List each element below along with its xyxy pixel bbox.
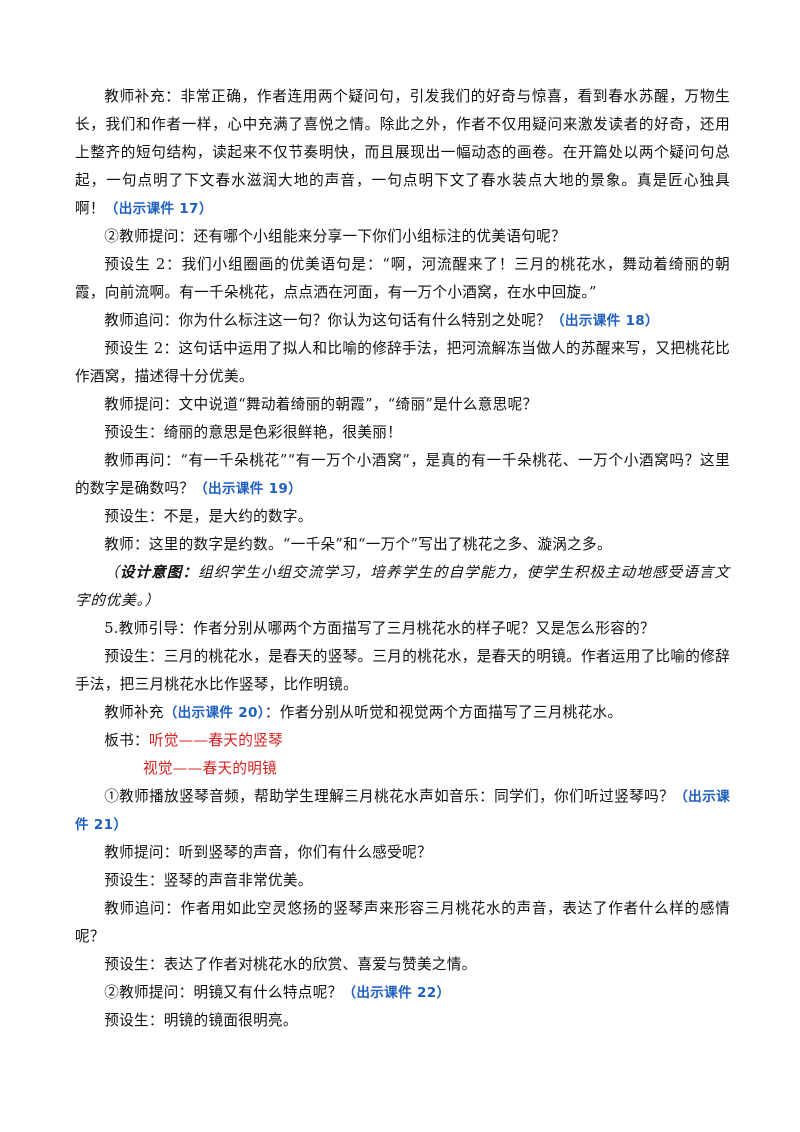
paragraph: 视觉——春天的明镜	[75, 755, 730, 783]
paragraph: 预设生：三月的桃花水，是春天的竖琴。三月的桃花水，是春天的明镜。作者运用了比喻的…	[75, 643, 730, 699]
paragraph-text: 5.教师引导：作者分别从哪两个方面描写了三月桃花水的样子呢？又是怎么形容的？	[104, 620, 655, 637]
paragraph-text: 预设生 2：这句话中运用了拟人和比喻的修辞手法，把河流解冻当做人的苏醒来写，又把…	[75, 340, 730, 385]
paragraph: 教师补充：非常正确，作者连用两个疑问句，引发我们的好奇与惊喜，看到春水苏醒，万物…	[75, 83, 730, 223]
paragraph: 5.教师引导：作者分别从哪两个方面描写了三月桃花水的样子呢？又是怎么形容的？	[75, 615, 730, 643]
design-intent-label: 设计意图：	[119, 564, 199, 581]
courseware-reference: （出示课件 17）	[104, 201, 213, 217]
paragraph: 教师：这里的数字是约数。“一千朵”和“一万个”写出了桃花之多、漩涡之多。	[75, 531, 730, 559]
paragraph-text: 板书：	[104, 732, 149, 749]
paragraph-text: 预设生：不是，是大约的数字。	[104, 508, 313, 525]
paragraph: ②教师提问：还有哪个小组能来分享一下你们小组标注的优美语句呢？	[75, 223, 730, 251]
paragraph-text: 预设生：明镜的镜面很明亮。	[104, 1012, 298, 1029]
paragraph: ①教师播放竖琴音频，帮助学生理解三月桃花水声如音乐：同学们，你们听过竖琴吗？（出…	[75, 783, 730, 839]
blackboard-text: 视觉——春天的明镜	[143, 760, 278, 777]
courseware-reference: （出示课件 21）	[75, 789, 730, 833]
paragraph-text: 教师：这里的数字是约数。“一千朵”和“一万个”写出了桃花之多、漩涡之多。	[104, 536, 612, 553]
courseware-reference: （出示课件 19）	[194, 481, 303, 497]
courseware-reference: （出示课件 22）	[342, 985, 451, 1001]
paragraph: 教师追问：作者用如此空灵悠扬的竖琴声来形容三月桃花水的声音，表达了作者什么样的感…	[75, 895, 730, 951]
paragraph-text: 预设生：竖琴的声音非常优美。	[104, 872, 313, 889]
paragraph-text: ②教师提问：还有哪个小组能来分享一下你们小组标注的优美语句呢？	[104, 228, 566, 245]
paragraph-text: 预设生：表达了作者对桃花水的欣赏、喜爱与赞美之情。	[104, 956, 477, 973]
paragraph-text: ：作者分别从听觉和视觉两个方面描写了三月桃花水。	[264, 704, 623, 721]
paragraph: 教师追问：你为什么标注这一句？你认为这句话有什么特别之处呢？（出示课件 18）	[75, 307, 730, 335]
paragraph: 预设生 2：我们小组圈画的优美语句是：“啊，河流醒来了！三月的桃花水，舞动着绮丽…	[75, 251, 730, 307]
paragraph-text: 教师再问：“有一千朵桃花”“有一万个小酒窝”，是真的有一千朵桃花、一万个小酒窝吗…	[75, 452, 730, 497]
paragraph-text: ②教师提问：明镜又有什么特点呢？	[104, 984, 343, 1001]
paragraph: 教师提问：听到竖琴的声音，你们有什么感受呢？	[75, 839, 730, 867]
paragraph-text: 教师补充：非常正确，作者连用两个疑问句，引发我们的好奇与惊喜，看到春水苏醒，万物…	[75, 88, 730, 217]
paragraph: 教师补充（出示课件 20）：作者分别从听觉和视觉两个方面描写了三月桃花水。	[75, 699, 730, 727]
courseware-reference: （出示课件 20）	[163, 705, 265, 721]
paragraph-text: 预设生：三月的桃花水，是春天的竖琴。三月的桃花水，是春天的明镜。作者运用了比喻的…	[75, 648, 730, 693]
paragraph-text: ①教师播放竖琴音频，帮助学生理解三月桃花水声如音乐：同学们，你们听过竖琴吗？	[104, 788, 675, 805]
paragraph-text: 教师追问：作者用如此空灵悠扬的竖琴声来形容三月桃花水的声音，表达了作者什么样的感…	[75, 900, 730, 945]
blackboard-text: 听觉——春天的竖琴	[148, 732, 283, 749]
paragraph-text: 教师提问：文中说道“舞动着绮丽的朝霞”，“绮丽”是什么意思呢？	[104, 396, 538, 413]
paragraph: 教师再问：“有一千朵桃花”“有一万个小酒窝”，是真的有一千朵桃花、一万个小酒窝吗…	[75, 447, 730, 503]
document-body: 教师补充：非常正确，作者连用两个疑问句，引发我们的好奇与惊喜，看到春水苏醒，万物…	[75, 83, 730, 1035]
paragraph-text: 教师提问：听到竖琴的声音，你们有什么感受呢？	[104, 844, 432, 861]
paragraph-text: 教师补充	[104, 704, 164, 721]
paragraph: 预设生 2：这句话中运用了拟人和比喻的修辞手法，把河流解冻当做人的苏醒来写，又把…	[75, 335, 730, 391]
paragraph-text: 预设生：绮丽的意思是色彩很鲜艳，很美丽！	[104, 424, 403, 441]
paragraph: 预设生：明镜的镜面很明亮。	[75, 1007, 730, 1035]
courseware-reference: （出示课件 18）	[551, 313, 659, 329]
design-intent-paragraph: （设计意图：组织学生小组交流学习，培养学生的自学能力，使学生积极主动地感受语言文…	[75, 559, 730, 615]
paragraph: 预设生：竖琴的声音非常优美。	[75, 867, 730, 895]
paragraph: 预设生：表达了作者对桃花水的欣赏、喜爱与赞美之情。	[75, 951, 730, 979]
paragraph: 板书：听觉——春天的竖琴	[75, 727, 730, 755]
paragraph-text: （	[104, 564, 120, 581]
paragraph-text: 教师追问：你为什么标注这一句？你认为这句话有什么特别之处呢？	[104, 312, 552, 329]
paragraph-text: 预设生 2：我们小组圈画的优美语句是：“啊，河流醒来了！三月的桃花水，舞动着绮丽…	[75, 256, 730, 301]
paragraph: 预设生：不是，是大约的数字。	[75, 503, 730, 531]
paragraph-text: 组织学生小组交流学习，培养学生的自学能力，使学生积极主动地感受语言文字的优美。）	[75, 564, 730, 609]
paragraph: 预设生：绮丽的意思是色彩很鲜艳，很美丽！	[75, 419, 730, 447]
paragraph: 教师提问：文中说道“舞动着绮丽的朝霞”，“绮丽”是什么意思呢？	[75, 391, 730, 419]
paragraph: ②教师提问：明镜又有什么特点呢？（出示课件 22）	[75, 979, 730, 1007]
